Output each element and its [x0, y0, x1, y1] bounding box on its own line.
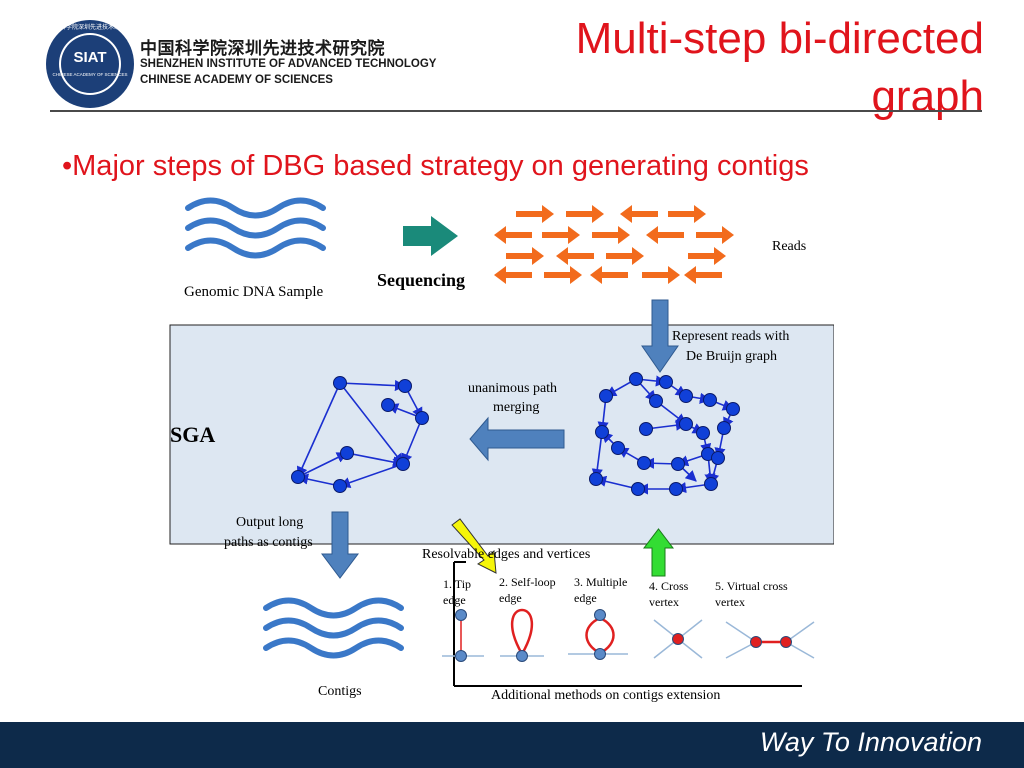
output-contigs-arrow: [321, 511, 359, 579]
output-label-line2: paths as contigs: [224, 535, 313, 550]
de-bruijn-graph-nodes: [589, 372, 740, 496]
tip-edge-diagram: [442, 609, 484, 662]
footer-slogan: Way To Innovation: [759, 727, 982, 757]
method-labels: 1. Tip edge 2. Self-loop edge 3. Multipl…: [443, 575, 788, 609]
header-divider: [50, 110, 982, 112]
multiple-edge-diagram: [568, 609, 628, 660]
dbg-strategy-figure: Genomic DNA Sample Sequencing Reads SGA …: [169, 197, 834, 703]
bullet-text: •Major steps of DBG based strategy on ge…: [62, 150, 809, 182]
method-5-line1: 5. Virtual cross: [715, 579, 788, 593]
footer-bar: [0, 722, 1024, 768]
method-4-line1: 4. Cross: [649, 579, 689, 593]
self-loop-diagram: [500, 608, 544, 662]
sga-label: SGA: [170, 422, 215, 447]
represent-label-line2: De Bruijn graph: [686, 349, 777, 364]
method-5-line2: vertex: [715, 595, 745, 609]
method-1-line2: edge: [443, 593, 466, 607]
resolvable-label: Resolvable edges and vertices: [422, 547, 590, 562]
represent-label-line1: Represent reads with: [672, 329, 789, 344]
method-3-line1: 3. Multiple: [574, 575, 627, 589]
siat-logo: SIAT CHINESE ACADEMY OF SCIENCES 中国科学院深圳…: [46, 20, 134, 108]
cross-vertex-diagram: [653, 619, 703, 659]
simplified-graph-nodes: [291, 376, 429, 493]
reads-to-graph-arrow: [641, 299, 679, 373]
method-1-line1: 1. Tip: [443, 577, 471, 591]
logo-small-text: CHINESE ACADEMY OF SCIENCES: [53, 72, 128, 77]
merging-arrow: [469, 416, 565, 462]
reads-arrows: [494, 205, 734, 284]
genomic-dna-waves: [185, 197, 326, 259]
sequencing-arrow: [403, 216, 458, 256]
method-4-line2: vertex: [649, 595, 679, 609]
contigs-label: Contigs: [318, 684, 362, 699]
reads-label: Reads: [772, 239, 806, 254]
genomic-label: Genomic DNA Sample: [184, 284, 323, 300]
method-2-line1: 2. Self-loop: [499, 575, 556, 589]
yellow-arrow: [451, 518, 497, 574]
sequencing-label: Sequencing: [377, 270, 465, 290]
org-name-en-line1: SHENZHEN INSTITUTE OF ADVANCED TECHNOLOG…: [140, 58, 437, 70]
method-3-line2: edge: [574, 591, 597, 605]
merge-label-line1: unanimous path: [468, 381, 557, 396]
logo-text: SIAT: [73, 49, 106, 66]
green-arrow: [642, 528, 675, 577]
org-name-en-line2: CHINESE ACADEMY OF SCIENCES: [140, 74, 333, 86]
merge-label-line2: merging: [493, 400, 539, 415]
slide-title: Multi-step bi-directed graph: [575, 14, 984, 121]
contigs-waves: [263, 597, 404, 659]
virtual-cross-vertex-diagram: [725, 621, 815, 659]
output-label-line1: Output long: [236, 515, 303, 530]
additional-methods-label: Additional methods on contigs extension: [491, 688, 720, 703]
method-2-line2: edge: [499, 591, 522, 605]
logo-ring-text: 中国科学院深圳先进技术研究院: [48, 23, 132, 31]
org-name-cn: 中国科学院深圳先进技术研究院: [140, 39, 385, 59]
